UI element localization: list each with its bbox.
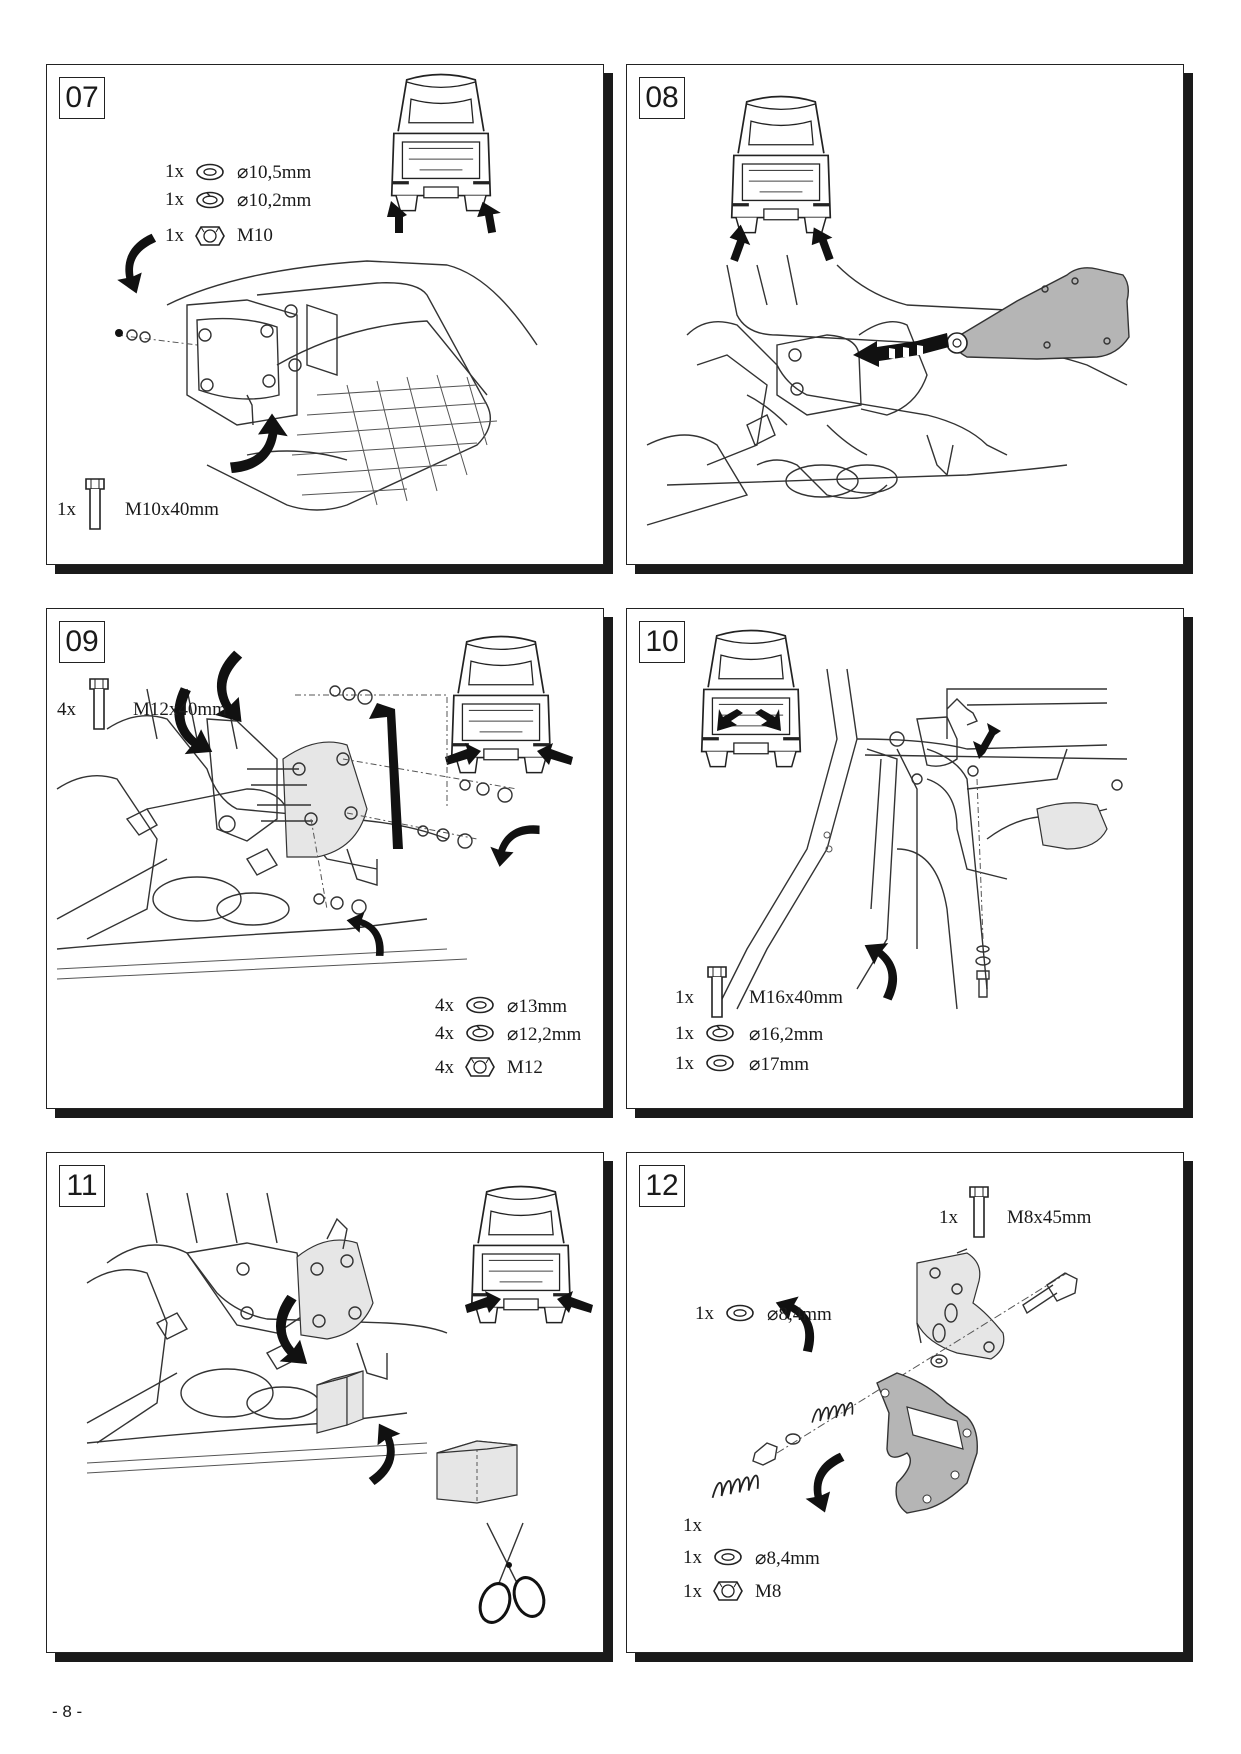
nut-icon (465, 1054, 495, 1080)
part-spec: M10x40mm (125, 499, 219, 520)
step-panel-08: 08 (626, 64, 1184, 565)
mounting-plate (282, 741, 368, 858)
side-arrow-icon (537, 743, 573, 765)
part-qty: 1x (57, 499, 76, 520)
curved-arrow-icon (106, 233, 171, 299)
socket-bracket (916, 1252, 1005, 1360)
part-spec: ⌀8,4mm (767, 1304, 832, 1325)
up-arrow-icon (387, 201, 407, 233)
bolt-icon (705, 965, 729, 1021)
part-spec: M8 (755, 1581, 782, 1602)
part-qty: 1x (683, 1581, 702, 1602)
step-09-illustration (56, 634, 573, 980)
spring-washer-icon (705, 1023, 735, 1043)
step-panel-11: 11 (46, 1152, 604, 1653)
spring-washer-icon (465, 1023, 495, 1043)
page-number: - 8 - (52, 1702, 83, 1721)
washer-icon (725, 1303, 755, 1323)
step-12-illustration (752, 1248, 1078, 1518)
step-10-illustration (700, 628, 1128, 1010)
part-spec: M16x40mm (749, 987, 843, 1008)
step-number: 08 (639, 77, 685, 119)
bolt-icon (87, 677, 111, 733)
part-qty: 4x (435, 995, 454, 1016)
part-qty: 1x (683, 1547, 702, 1568)
down-arrow-icon (973, 723, 1001, 759)
part-spec: ⌀8,4mm (755, 1548, 820, 1569)
long-arrow-icon (369, 703, 403, 849)
tow-bar-beam (954, 267, 1130, 360)
part-qty: 4x (435, 1023, 454, 1044)
part-qty: 1x (939, 1207, 958, 1228)
step-number: 09 (59, 621, 105, 663)
washer-icon (713, 1547, 743, 1567)
car-rear-view-icon (390, 72, 492, 213)
part-spec: ⌀13mm (507, 996, 567, 1017)
part-spec: M12x40mm (133, 699, 227, 720)
spring-icon (811, 1401, 854, 1424)
up-arrow-icon (729, 224, 751, 262)
washer-icon (705, 1053, 735, 1073)
part-qty: 1x (675, 1023, 694, 1044)
part-spec: ⌀16,2mm (749, 1024, 824, 1045)
part-qty: 1x (695, 1303, 714, 1324)
car-rear-view-icon (730, 94, 832, 235)
part-qty: 1x (165, 161, 184, 182)
curved-arrow-icon (341, 909, 391, 958)
nut-icon (195, 223, 225, 249)
part-qty: 1x (165, 225, 184, 246)
scissors-handle (478, 1582, 512, 1624)
insert-arrow-icon (853, 333, 949, 367)
part-qty: 1x (675, 1053, 694, 1074)
side-arrow-icon (557, 1291, 593, 1313)
part-qty: 4x (57, 699, 76, 720)
curved-arrow-icon (347, 1416, 417, 1486)
part-spec: M12 (507, 1057, 543, 1078)
washer-icon (195, 162, 225, 182)
part-qty: 1x (675, 987, 694, 1008)
step-number: 07 (59, 77, 105, 119)
scissors-handle (512, 1576, 546, 1618)
step-panel-09: 09 4x M12x40mm 4x ⌀13mm 4x ⌀ (46, 608, 604, 1109)
spring-washer-icon (195, 190, 225, 210)
mounting-plate (296, 1239, 374, 1340)
step-11-illustration (86, 1184, 593, 1624)
diagonal-arrow-icon (755, 709, 781, 731)
side-arrow-icon (445, 743, 481, 765)
part-qty: 1x (683, 1515, 702, 1536)
part-spec: ⌀10,5mm (237, 162, 312, 183)
curved-arrow-icon (846, 933, 916, 1002)
nut-icon (713, 1578, 743, 1604)
step-number: 11 (59, 1165, 105, 1207)
foam-block (316, 1376, 348, 1434)
spring-icon (709, 1469, 763, 1505)
part-spec: M10 (237, 225, 273, 246)
bolt-icon (967, 1185, 991, 1241)
curved-arrow-icon (794, 1452, 859, 1518)
diagonal-arrow-icon (717, 709, 743, 731)
part-spec: M8x45mm (1007, 1207, 1092, 1228)
part-spec: ⌀10,2mm (237, 190, 312, 211)
up-arrow-icon (477, 201, 501, 234)
side-arrow-icon (465, 1291, 501, 1313)
car-rear-view-icon (700, 628, 802, 769)
step-08-illustration (646, 94, 1130, 526)
part-qty: 1x (165, 189, 184, 210)
up-arrow-icon (811, 227, 834, 262)
part-spec: ⌀17mm (749, 1054, 809, 1075)
step-panel-07: 07 1x ⌀10,5mm 1x ⌀10,2mm 1x M10 1x M10x4… (46, 64, 604, 565)
step-number: 12 (639, 1165, 685, 1207)
curved-arrow-icon (487, 817, 541, 873)
step-number: 10 (639, 621, 685, 663)
step-07-illustration (106, 72, 538, 511)
part-spec: ⌀12,2mm (507, 1024, 582, 1045)
bolt-icon (83, 477, 107, 533)
part-qty: 4x (435, 1057, 454, 1078)
washer-icon (465, 995, 495, 1015)
curved-arrow-icon (230, 413, 288, 473)
step-panel-12: 12 1x M8x45mm 1x ⌀8,4mm 1x 1x ⌀8,4mm 1x … (626, 1152, 1184, 1653)
step-panel-10: 10 1x M16x40mm 1x ⌀16,2mm 1x ⌀17mm (626, 608, 1184, 1109)
